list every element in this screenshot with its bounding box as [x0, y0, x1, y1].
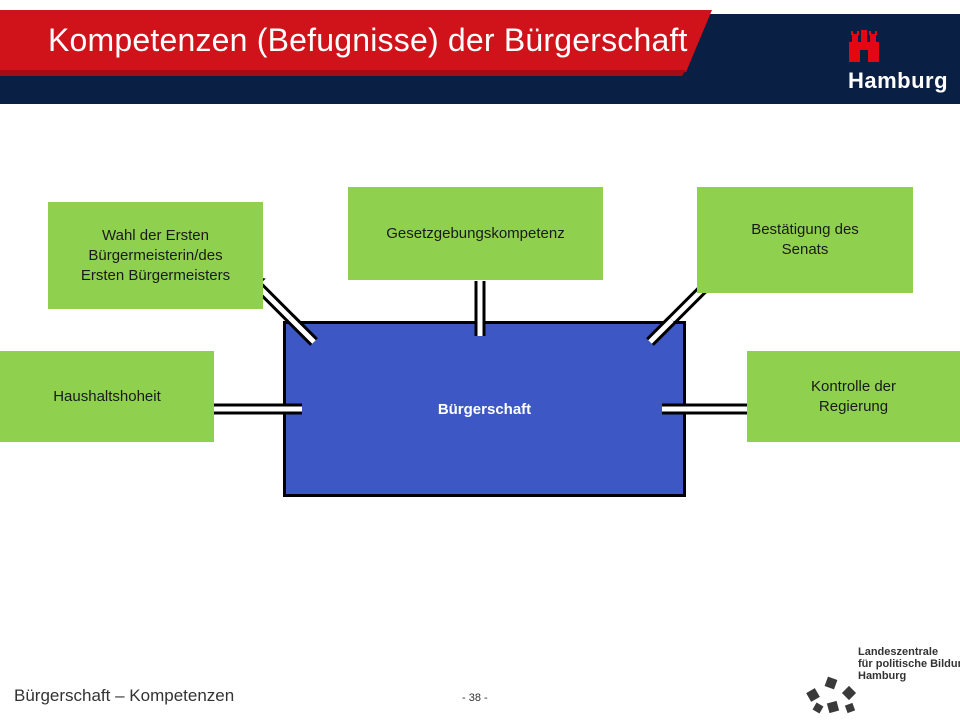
org-line-1: Landeszentrale	[858, 646, 939, 658]
node-wahl-line-1: Wahl der Ersten	[102, 226, 209, 244]
hamburg-logo: Hamburg	[846, 28, 950, 96]
node-bestaetigung: Bestätigung des Senats	[697, 187, 913, 293]
landeszentrale-mark-icon	[806, 676, 857, 714]
header-background	[0, 0, 960, 104]
node-buergerschaft: Bürgerschaft	[283, 321, 686, 497]
node-kontrolle-line-1: Kontrolle der	[810, 377, 897, 395]
landeszentrale-text: Landeszentrale für politische Bildung Ha…	[858, 646, 960, 682]
node-buergerschaft-label: Bürgerschaft	[437, 400, 532, 418]
node-bestaetigung-line-2: Senats	[781, 241, 829, 258]
org-line-2: für politische Bildung	[858, 658, 960, 670]
node-kontrolle-line-2: Regierung	[818, 397, 889, 415]
page-title: Kompetenzen (Befugnisse) der Bürgerschaf…	[48, 22, 688, 58]
hamburg-logo-text: Hamburg	[847, 68, 949, 93]
node-bestaetigung-line-1: Bestätigung des	[751, 221, 859, 238]
node-kontrolle: Kontrolle der Regierung	[747, 351, 960, 442]
node-wahl: Wahl der Ersten Bürgermeisterin/des Erst…	[48, 202, 263, 309]
node-haushalt-label: Haushaltshoheit	[53, 387, 161, 405]
node-haushalt: Haushaltshoheit	[0, 351, 214, 442]
hamburg-castle-icon	[849, 30, 879, 62]
page-number: - 38 -	[462, 692, 488, 704]
node-wahl-line-2: Bürgermeisterin/des	[88, 246, 223, 264]
node-wahl-line-3: Ersten Bürgermeisters	[80, 266, 231, 284]
node-gesetz: Gesetzgebungskompetenz	[348, 187, 603, 280]
header-banner: Kompetenzen (Befugnisse) der Bürgerschaf…	[0, 0, 960, 104]
node-gesetz-label: Gesetzgebungskompetenz	[386, 224, 565, 242]
landeszentrale-logo: Landeszentrale für politische Bildung Ha…	[806, 646, 960, 718]
footer-title: Bürgerschaft – Kompetenzen	[14, 686, 235, 705]
org-line-3: Hamburg	[858, 670, 907, 682]
